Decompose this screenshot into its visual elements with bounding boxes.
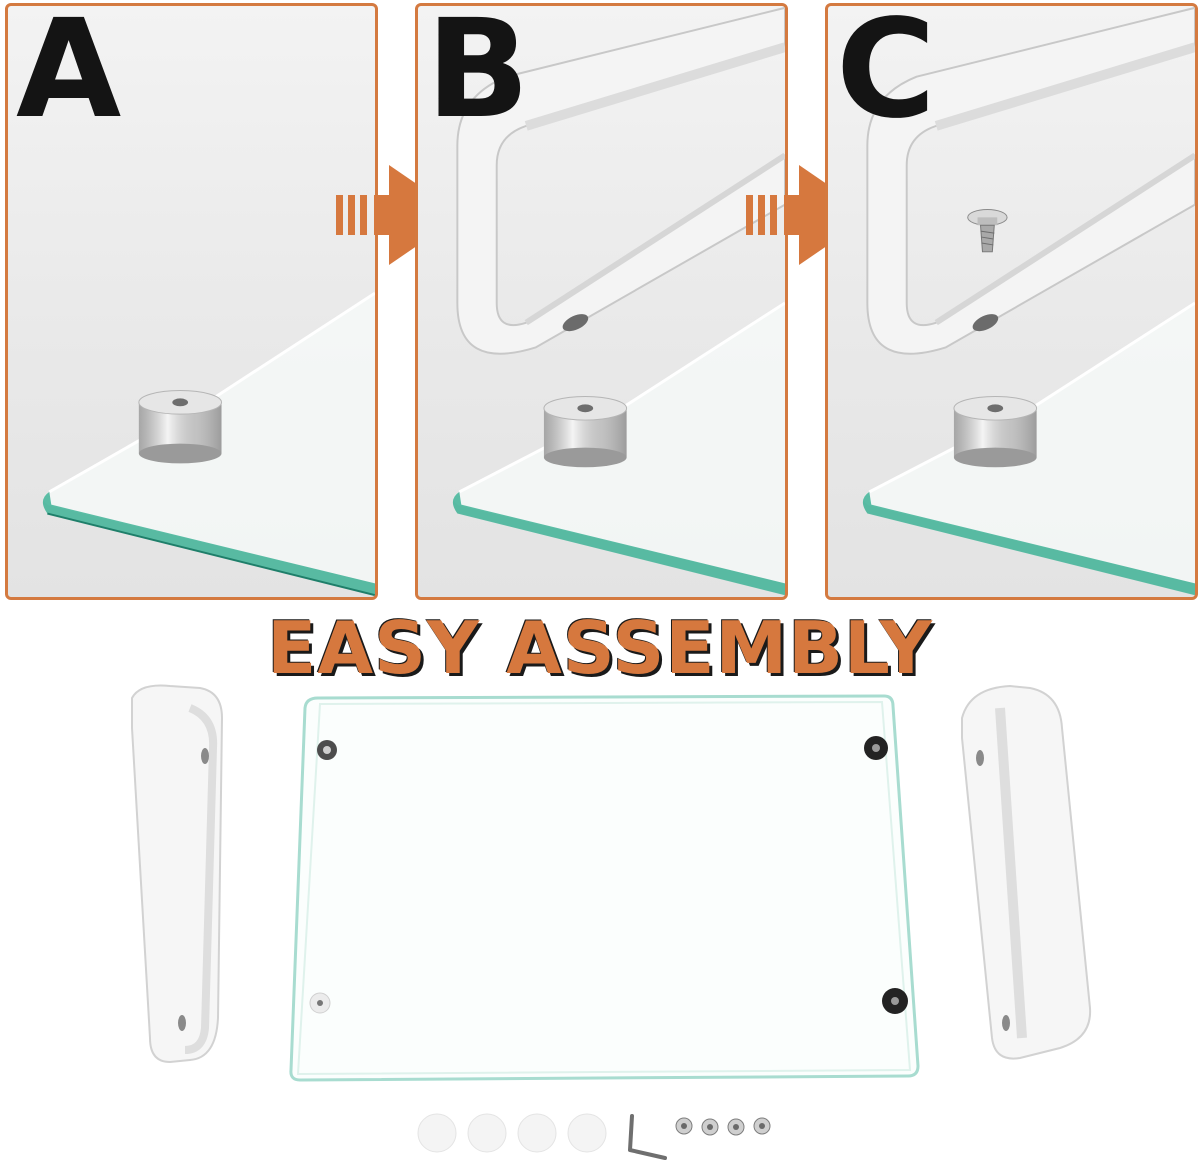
screw-icon [675, 1117, 771, 1136]
right-bracket [961, 684, 1092, 1060]
bracket-placement-illustration [452, 6, 785, 596]
step-letter-c: C [836, 3, 936, 149]
standoff [543, 395, 628, 468]
headline: EASY ASSEMBLY [267, 606, 933, 690]
glass-corner-illustration [42, 291, 375, 597]
step-letter-a: A [16, 3, 121, 149]
screw-icon [967, 209, 1008, 253]
step-panel-a: A [5, 3, 378, 600]
glass-shelf [289, 694, 920, 1082]
left-bracket [131, 684, 224, 1064]
hex-key-icon [628, 1114, 667, 1160]
screw-fastening-illustration [862, 6, 1195, 596]
step-panel-c: C [825, 3, 1198, 600]
step-letter-b: B [426, 3, 530, 149]
step-panel-b: B [415, 3, 788, 600]
rubber-pad-icon [417, 1113, 607, 1153]
bracket [456, 6, 785, 355]
standoff [953, 395, 1038, 468]
parts-layout [131, 684, 1092, 1160]
bracket [866, 6, 1195, 355]
standoff [138, 390, 223, 464]
